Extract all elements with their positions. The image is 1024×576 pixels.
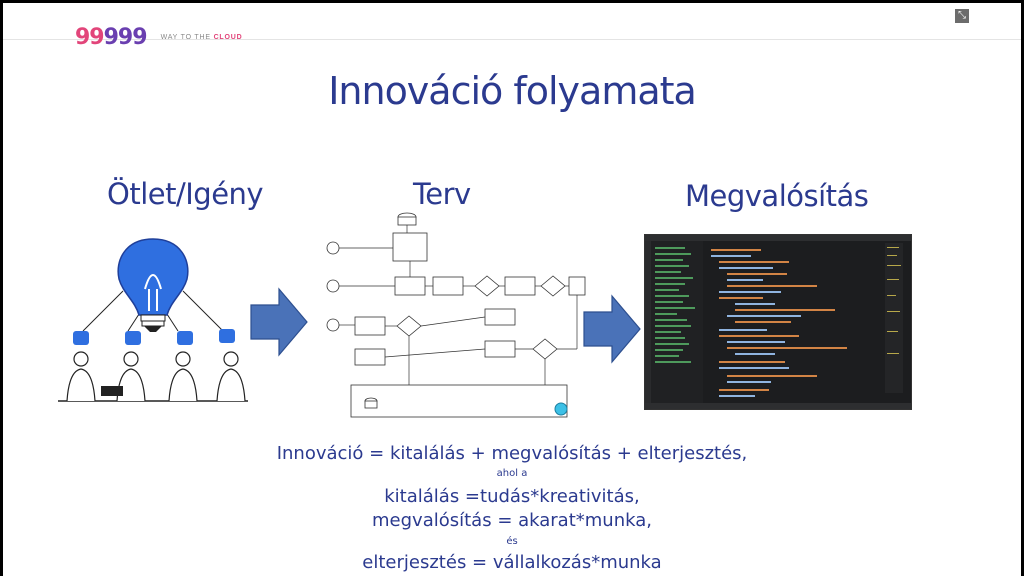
- heading-plan: Terv: [413, 177, 471, 211]
- formula-line-6: elterjesztés = vállalkozás*munka: [362, 552, 662, 573]
- logo-tagline: WAY TO THE CLOUD: [160, 34, 243, 41]
- arrow-right-2: [583, 294, 641, 364]
- process-flow-diagram: [326, 212, 586, 418]
- header-divider: [3, 39, 1021, 40]
- company-logo: 99999 WAY TO THE CLOUD: [75, 25, 242, 50]
- heading-implementation: Megvalósítás: [685, 179, 869, 213]
- heading-idea: Ötlet/Igény: [107, 177, 264, 211]
- slide-title: Innováció folyamata: [328, 69, 697, 113]
- formula-line-5: és: [506, 536, 518, 547]
- formula-line-3: kitalálás =tudás*kreativitás,: [384, 486, 640, 507]
- formula-line-4: megvalósítás = akarat*munka,: [372, 510, 652, 531]
- logo-digits: 99999: [75, 25, 148, 50]
- code-editor-screenshot: [644, 234, 912, 410]
- formula-line-1: Innováció = kitalálás + megvalósítás + e…: [276, 443, 748, 464]
- arrow-right-1: [250, 287, 308, 357]
- expand-icon[interactable]: ⤡: [955, 9, 969, 23]
- formula-line-2: ahol a: [496, 468, 528, 479]
- slide: 99999 WAY TO THE CLOUD ⤡ Innováció folya…: [3, 3, 1021, 576]
- lightbulb-illustration: [58, 238, 248, 402]
